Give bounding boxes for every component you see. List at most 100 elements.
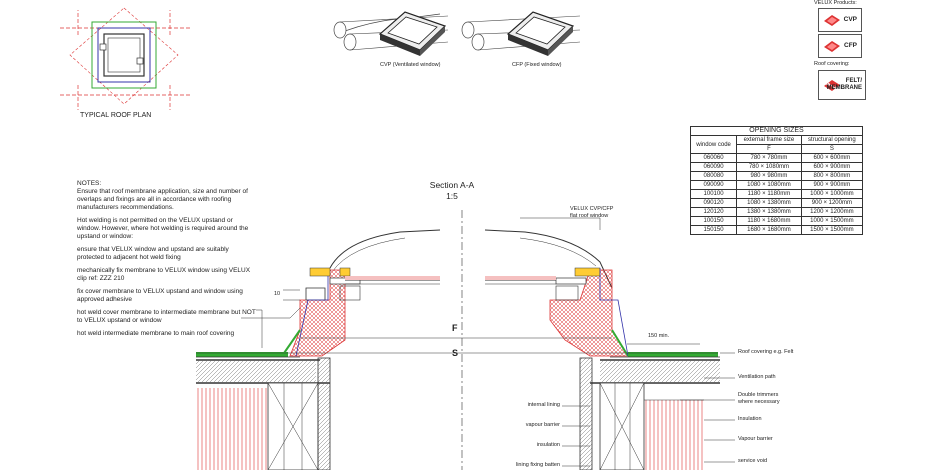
cell-opening: 600 × 600mm xyxy=(800,153,864,163)
right-upstand xyxy=(549,267,629,357)
section-title-block: Section A-A 1:5 xyxy=(412,180,492,202)
roof-plan xyxy=(60,7,190,110)
table-title: OPENING SIZES xyxy=(690,126,863,136)
cell-opening: 1000 × 1500mm xyxy=(800,216,864,226)
cvp-icon xyxy=(824,15,840,26)
label-roof-covering: Roof covering e.g. Felt xyxy=(738,349,794,355)
cell-frame: 1680 × 1680mm xyxy=(736,225,802,235)
cvp-caption: CVP (Ventilated window) xyxy=(380,62,441,68)
cell-frame: 780 × 780mm xyxy=(736,153,802,163)
label-vapour-barrier-left: vapour barrier xyxy=(525,422,560,428)
joists xyxy=(196,357,704,470)
double-trimmers-line1: Double trimmers xyxy=(738,392,779,398)
left-upstand xyxy=(281,267,361,357)
label-internal-lining: internal lining xyxy=(527,402,560,408)
notes-heading: NOTES: xyxy=(77,180,102,187)
note-5: fix cover membrane to VELUX upstand and … xyxy=(77,288,243,303)
header-window-code: window code xyxy=(689,135,738,154)
cell-code: 150150 xyxy=(689,225,738,235)
cell-opening: 800 × 800mm xyxy=(800,171,864,181)
note-4: mechanically fix membrane to VELUX windo… xyxy=(77,267,251,282)
roof-deck xyxy=(196,352,720,384)
cvp-illustration xyxy=(333,11,449,56)
header-external-frame: external frame size xyxy=(736,135,802,145)
note-3: ensure that VELUX window and upstand are… xyxy=(77,246,229,261)
cell-frame: 1180 × 1680mm xyxy=(736,216,802,226)
cell-frame: 1380 × 1380mm xyxy=(736,207,802,217)
cell-code: 100150 xyxy=(689,216,738,226)
cell-code: 060060 xyxy=(689,153,738,163)
felt-membrane-button[interactable]: FELT/ MEMBRANE xyxy=(818,70,866,100)
dim-10: 10 xyxy=(274,291,281,297)
note-2: Hot welding is not permitted on the VELU… xyxy=(77,217,249,240)
note-6: hot weld cover membrane to intermediate … xyxy=(77,309,256,324)
label-double-trimmers: Double trimmers where necessary xyxy=(738,392,780,406)
subheader-s: S xyxy=(800,144,864,154)
felt-icon xyxy=(824,80,840,91)
cell-code: 100100 xyxy=(689,189,738,199)
cell-code: 060090 xyxy=(689,162,738,172)
label-lining-batten: lining fixing batten xyxy=(515,462,560,468)
cell-opening: 1500 × 1500mm xyxy=(800,225,864,235)
cell-frame: 1080 × 1380mm xyxy=(736,198,802,208)
cfp-caption: CFP (Fixed window) xyxy=(512,62,562,68)
dim-150: 150 min. xyxy=(648,333,670,339)
label-vapour-barrier-right: Vapour barrier xyxy=(738,436,773,442)
cell-opening: 1200 × 1200mm xyxy=(800,207,864,217)
cell-opening: 900 × 900mm xyxy=(800,180,864,190)
opening-sizes-table: OPENING SIZES window code external frame… xyxy=(689,126,864,235)
cell-code: 080080 xyxy=(689,171,738,181)
label-insulation-right: Insulation xyxy=(738,416,762,422)
felt-label: FELT/ MEMBRANE xyxy=(827,78,862,92)
cell-code: 090090 xyxy=(689,180,738,190)
cell-code: 120120 xyxy=(689,207,738,217)
cell-code: 090120 xyxy=(689,198,738,208)
notes-block: NOTES: Ensure that roof membrane applica… xyxy=(77,180,257,343)
header-structural-opening: structural opening xyxy=(800,135,864,145)
section-title: Section A-A xyxy=(429,180,475,190)
double-trimmers-line2: where necessary xyxy=(738,399,780,405)
cvp-product-button[interactable]: CVP xyxy=(818,8,862,32)
cfp-product-button[interactable]: CFP xyxy=(818,34,862,58)
leader-lines xyxy=(241,217,735,467)
dim-f: F xyxy=(452,323,458,333)
legend-title: VELUX Products: xyxy=(814,0,857,6)
cell-frame: 780 × 1080mm xyxy=(736,162,802,172)
cell-opening: 900 × 1200mm xyxy=(800,198,864,208)
label-service-void: service void xyxy=(738,458,768,464)
subheader-f: F xyxy=(736,144,802,154)
felt-label-line2: MEMBRANE xyxy=(826,85,862,91)
section-scale: 1:5 xyxy=(446,191,458,201)
cell-frame: 1080 × 1080mm xyxy=(736,180,802,190)
cfp-illustration xyxy=(461,11,581,56)
note-7: hot weld intermediate membrane to main r… xyxy=(77,330,235,337)
dimensions xyxy=(196,289,718,354)
label-ventilation: Ventilation path xyxy=(738,374,776,380)
window-label-line2: flat roof window xyxy=(570,213,609,219)
felt-label-line1: FELT/ xyxy=(845,78,862,84)
window-label: VELUX CVP/CFP flat roof window xyxy=(570,206,613,220)
dim-s: S xyxy=(452,348,459,358)
dome-outline xyxy=(329,229,613,289)
roof-covering-title: Roof covering: xyxy=(814,61,850,67)
cfp-label: CFP xyxy=(844,42,857,49)
cell-opening: 1000 × 1000mm xyxy=(800,189,864,199)
cell-frame: 980 × 980mm xyxy=(736,171,802,181)
label-insulation-left: insulation xyxy=(536,442,560,448)
window-label-line1: VELUX CVP/CFP xyxy=(570,206,614,212)
note-1: Ensure that roof membrane application, s… xyxy=(77,188,248,211)
cell-opening: 600 × 900mm xyxy=(800,162,864,172)
roof-plan-caption: TYPICAL ROOF PLAN xyxy=(80,112,152,119)
cvp-label: CVP xyxy=(843,16,857,23)
cell-frame: 1180 × 1180mm xyxy=(736,189,802,199)
